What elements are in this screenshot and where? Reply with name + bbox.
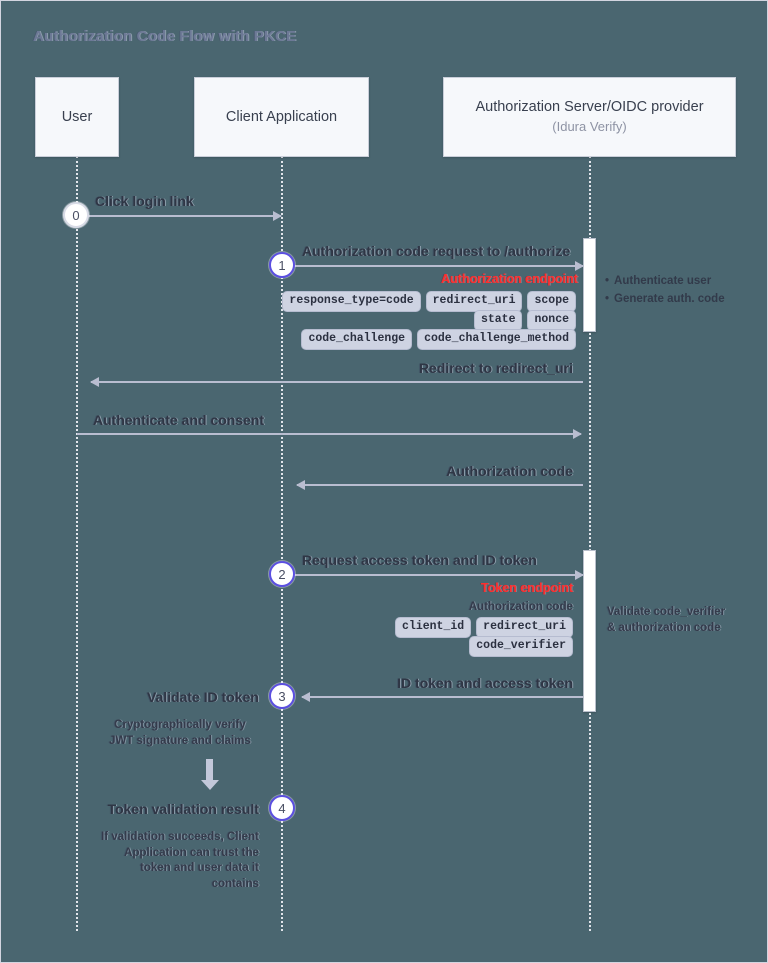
- client-note-title-token-validation-result: Token validation result: [107, 801, 259, 817]
- step-marker-1[interactable]: 1: [269, 252, 295, 278]
- param-chip[interactable]: client_id: [395, 617, 472, 638]
- message-label-id-token-and-access-token: ID token and access token: [397, 675, 573, 691]
- token-params-plain-label: Authorization code: [468, 601, 573, 613]
- message-arrow-authorization-code-request: [283, 261, 584, 271]
- param-chip[interactable]: code_challenge: [301, 329, 413, 350]
- message-label-request-access-token: Request access token and ID token: [302, 552, 537, 568]
- message-label-authenticate-and-consent: Authenticate and consent: [93, 412, 265, 428]
- message-label-click-login-link: Click login link: [95, 193, 194, 209]
- param-chip[interactable]: code_challenge_method: [417, 329, 576, 350]
- activation-bar-token: [583, 550, 596, 712]
- param-chip[interactable]: code_verifier: [469, 636, 573, 657]
- message-label-redirect-to-redirect-uri: Redirect to redirect_uri: [418, 360, 573, 376]
- server-note-validate-code-verifier: Validate code_verifier & authorization c…: [607, 606, 726, 634]
- participant-user-title: User: [61, 108, 93, 125]
- lifeline-client: [281, 156, 283, 931]
- message-label-authorization-code-request: Authorization code request to /authorize: [302, 243, 571, 259]
- step-marker-3[interactable]: 3: [269, 683, 295, 709]
- endpoint-label-token: Token endpoint: [480, 581, 573, 595]
- arrowhead-down-icon: [200, 780, 219, 790]
- bullet-dot-icon: •: [605, 275, 610, 287]
- client-note-title-validate-id-token: Validate ID token: [146, 689, 259, 705]
- message-arrow-request-access-token: [283, 570, 584, 580]
- token-params-row-1: client_id redirect_uri: [361, 617, 573, 638]
- participant-server-subtitle: (Idura Verify): [552, 118, 627, 134]
- arrowhead-right-icon: [573, 429, 582, 439]
- participant-server-title: Authorization Server/OIDC provider: [475, 99, 704, 116]
- arrowhead-left-icon: [90, 377, 99, 387]
- page-title: Authorization Code Flow with PKCE: [33, 28, 297, 45]
- participant-client-application[interactable]: Client Application: [194, 77, 369, 157]
- authorize-params-row-3: code_challenge code_challenge_method: [301, 329, 576, 350]
- arrowhead-right-icon: [575, 261, 584, 271]
- participant-user[interactable]: User: [35, 77, 119, 157]
- endpoint-label-authorization: Authorization endpoint: [441, 272, 578, 286]
- param-chip[interactable]: state: [473, 310, 523, 331]
- authorize-params-row-1: response_type=code redirect_uri scope: [282, 291, 576, 312]
- bullet-dot-icon: •: [605, 293, 610, 306]
- server-note-authorize-bullets: • Authenticate user • Generate auth. cod…: [605, 272, 725, 309]
- message-arrow-click-login-link: [77, 211, 282, 221]
- authorize-params-row-2: state nonce: [301, 310, 576, 331]
- bullet-item: • Authenticate user: [605, 272, 725, 290]
- param-chip[interactable]: scope: [527, 291, 576, 312]
- client-note-body-validate-id-token: Cryptographically verify JWT signature a…: [109, 719, 251, 747]
- message-label-authorization-code: Authorization code: [446, 463, 573, 479]
- step-marker-4[interactable]: 4: [269, 795, 295, 821]
- bullet-text: Authenticate user: [614, 275, 712, 287]
- arrowhead-left-icon: [296, 480, 305, 490]
- step-marker-2[interactable]: 2: [269, 561, 295, 587]
- bullet-item: • Generate auth. code: [605, 290, 725, 308]
- lifeline-user: [76, 156, 78, 931]
- client-note-body-token-validation-result: If validation succeeds, Client Applicati…: [101, 831, 259, 890]
- param-chip[interactable]: response_type=code: [282, 291, 421, 312]
- arrowhead-right-icon: [575, 570, 584, 580]
- message-arrow-redirect-to-redirect-uri: [90, 377, 583, 387]
- param-chip[interactable]: redirect_uri: [425, 291, 523, 312]
- message-arrow-authenticate-and-consent: [77, 429, 582, 439]
- participant-client-title: Client Application: [225, 108, 338, 125]
- param-chip[interactable]: nonce: [527, 310, 576, 331]
- param-chip[interactable]: redirect_uri: [476, 617, 573, 638]
- flow-down-arrow-icon: [200, 759, 219, 790]
- message-arrow-id-token-and-access-token: [301, 692, 583, 702]
- bullet-text: Generate auth. code: [614, 293, 725, 306]
- message-arrow-authorization-code: [296, 480, 583, 490]
- token-params-row-2: code_verifier: [361, 636, 573, 657]
- arrowhead-right-icon: [273, 211, 282, 221]
- participant-authorization-server[interactable]: Authorization Server/OIDC provider (Idur…: [443, 77, 736, 157]
- lifeline-server: [589, 156, 591, 931]
- activation-bar-authorize: [583, 238, 596, 332]
- arrowhead-left-icon: [301, 692, 310, 702]
- step-marker-0[interactable]: 0: [63, 202, 89, 228]
